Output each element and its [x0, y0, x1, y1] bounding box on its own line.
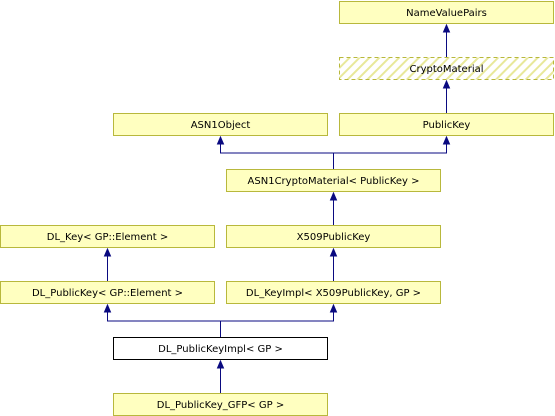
edge-arrowhead	[216, 135, 225, 145]
node-dl-publickey[interactable]: DL_PublicKey< GP::Element >	[0, 281, 215, 304]
node-label: DL_Key< GP::Element >	[47, 232, 168, 243]
edge-arrowhead	[103, 247, 112, 257]
node-label: NameValuePairs	[406, 8, 487, 19]
edge-arrowhead	[442, 135, 451, 145]
node-label: DL_PublicKey_GFP< GP >	[157, 400, 284, 411]
edge-arrowhead	[103, 303, 112, 313]
inheritance-edges	[103, 23, 451, 393]
node-cryptomaterial[interactable]: CryptoMaterial	[339, 57, 554, 80]
edge-arrowhead	[216, 359, 225, 369]
node-label: DL_PublicKeyImpl< GP >	[158, 344, 283, 355]
node-label: X509PublicKey	[297, 232, 371, 243]
node-dl-publickeyimpl[interactable]: DL_PublicKeyImpl< GP >	[113, 337, 328, 360]
edge-arrowhead	[442, 79, 451, 89]
edge-arrowhead	[329, 191, 338, 201]
node-label: CryptoMaterial	[409, 64, 483, 75]
node-label: DL_KeyImpl< X509PublicKey, GP >	[246, 288, 421, 299]
edge-arrowhead	[329, 303, 338, 313]
edge-asn1cryptomaterial-asn1object	[220, 144, 334, 169]
node-namevaluepairs[interactable]: NameValuePairs	[339, 1, 554, 24]
node-label: PublicKey	[423, 120, 471, 131]
edge-dl-publickeyimpl-dl-keyimpl	[220, 312, 334, 322]
node-dl-publickey-gfp[interactable]: DL_PublicKey_GFP< GP >	[113, 393, 328, 416]
node-label: DL_PublicKey< GP::Element >	[32, 288, 183, 299]
node-dl-keyimpl[interactable]: DL_KeyImpl< X509PublicKey, GP >	[226, 281, 441, 304]
node-publickey[interactable]: PublicKey	[339, 113, 554, 136]
node-asn1object[interactable]: ASN1Object	[113, 113, 328, 136]
edge-arrowhead	[329, 247, 338, 257]
edge-asn1cryptomaterial-publickey	[333, 144, 447, 154]
edge-arrowhead	[442, 23, 451, 33]
node-dl-key[interactable]: DL_Key< GP::Element >	[0, 225, 215, 248]
node-label: ASN1Object	[191, 120, 251, 131]
node-x509publickey[interactable]: X509PublicKey	[226, 225, 441, 248]
node-label: ASN1CryptoMaterial< PublicKey >	[248, 176, 420, 187]
node-asn1cryptomaterial[interactable]: ASN1CryptoMaterial< PublicKey >	[226, 169, 441, 192]
edge-dl-publickeyimpl-dl-publickey	[107, 312, 221, 337]
